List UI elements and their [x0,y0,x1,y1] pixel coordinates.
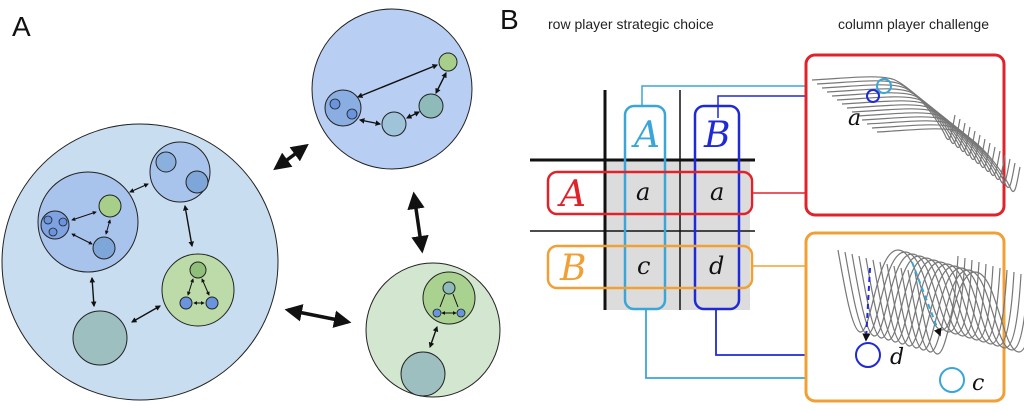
row-strategy-b-label: B [559,248,586,289]
green-subgroup-blob [422,271,476,325]
inner-node [58,217,68,227]
inner-node [381,111,407,137]
inner-node [324,89,362,127]
inner-node [98,194,122,218]
landscape-curve [876,128,1021,193]
inner-node [92,236,116,260]
row-strategy-a-label: A [557,174,586,215]
inner-node [48,227,58,237]
inner-node [329,98,341,110]
column-header: column player challenge [838,16,989,32]
inner-node [438,52,458,72]
inner-node [205,296,219,310]
landscape-curve [900,267,1022,351]
inner-node [179,296,193,310]
state-marker-a-dark [866,89,880,103]
state-marker-c [939,367,965,393]
landscape-curve [844,251,966,335]
bottom-landscape-label-c: c [972,371,984,396]
column-strategy-a-label: A [631,115,660,156]
cell-aa: a [636,178,650,206]
inner-node [456,308,466,318]
cell-ba: c [637,252,650,280]
payoff-cells-background [605,160,750,310]
landscape-curve [893,265,1015,349]
panel-a-label: A [12,11,31,42]
row-header: row player strategic choice [548,16,714,32]
column-strategy-b-label: B [703,115,730,156]
bottom-landscape-label-d: d [890,345,904,370]
inner-node [185,170,209,194]
inner-node [432,308,442,318]
landscape-curve [879,261,1001,345]
landscape-curve [861,116,1006,181]
landscape-curve [886,263,1008,347]
teal-node [72,310,128,366]
landscape-curve [865,257,987,341]
landscape-curve [872,259,994,343]
state-marker-a-light [876,78,892,94]
landscape-curve [858,255,980,339]
state-marker-d [855,342,881,368]
row-strategy-a-box [546,170,754,216]
row-strategy-b-box [546,244,754,290]
inner-node [418,93,444,119]
landscape-curve [907,269,1024,353]
panel-a: A [1,8,501,401]
inner-node [43,215,53,225]
inner-node [189,261,207,279]
landscape-curve [871,124,1016,189]
panel-b: B row player strategic choice column pla… [500,4,1024,403]
landscape-curve [866,120,1011,185]
landscape-curve [851,253,973,337]
panel-b-label: B [500,4,519,35]
landscape-curve [914,271,1024,355]
inner-node [155,151,177,173]
outer-group-blob [1,123,279,401]
teal-node [400,351,446,397]
inner-node [346,108,358,120]
bottom-landscape-curves [837,249,1024,355]
cell-ab: a [710,178,724,206]
inner-node [442,281,456,295]
blue-group-blob [311,8,473,170]
top-landscape-label: a [848,106,861,131]
column-strategy-a-box [623,104,667,311]
column-strategy-b-box [693,104,741,311]
cell-bb: d [709,252,724,280]
landscape-curve [837,249,959,333]
top-landscape-curves [811,76,1021,193]
